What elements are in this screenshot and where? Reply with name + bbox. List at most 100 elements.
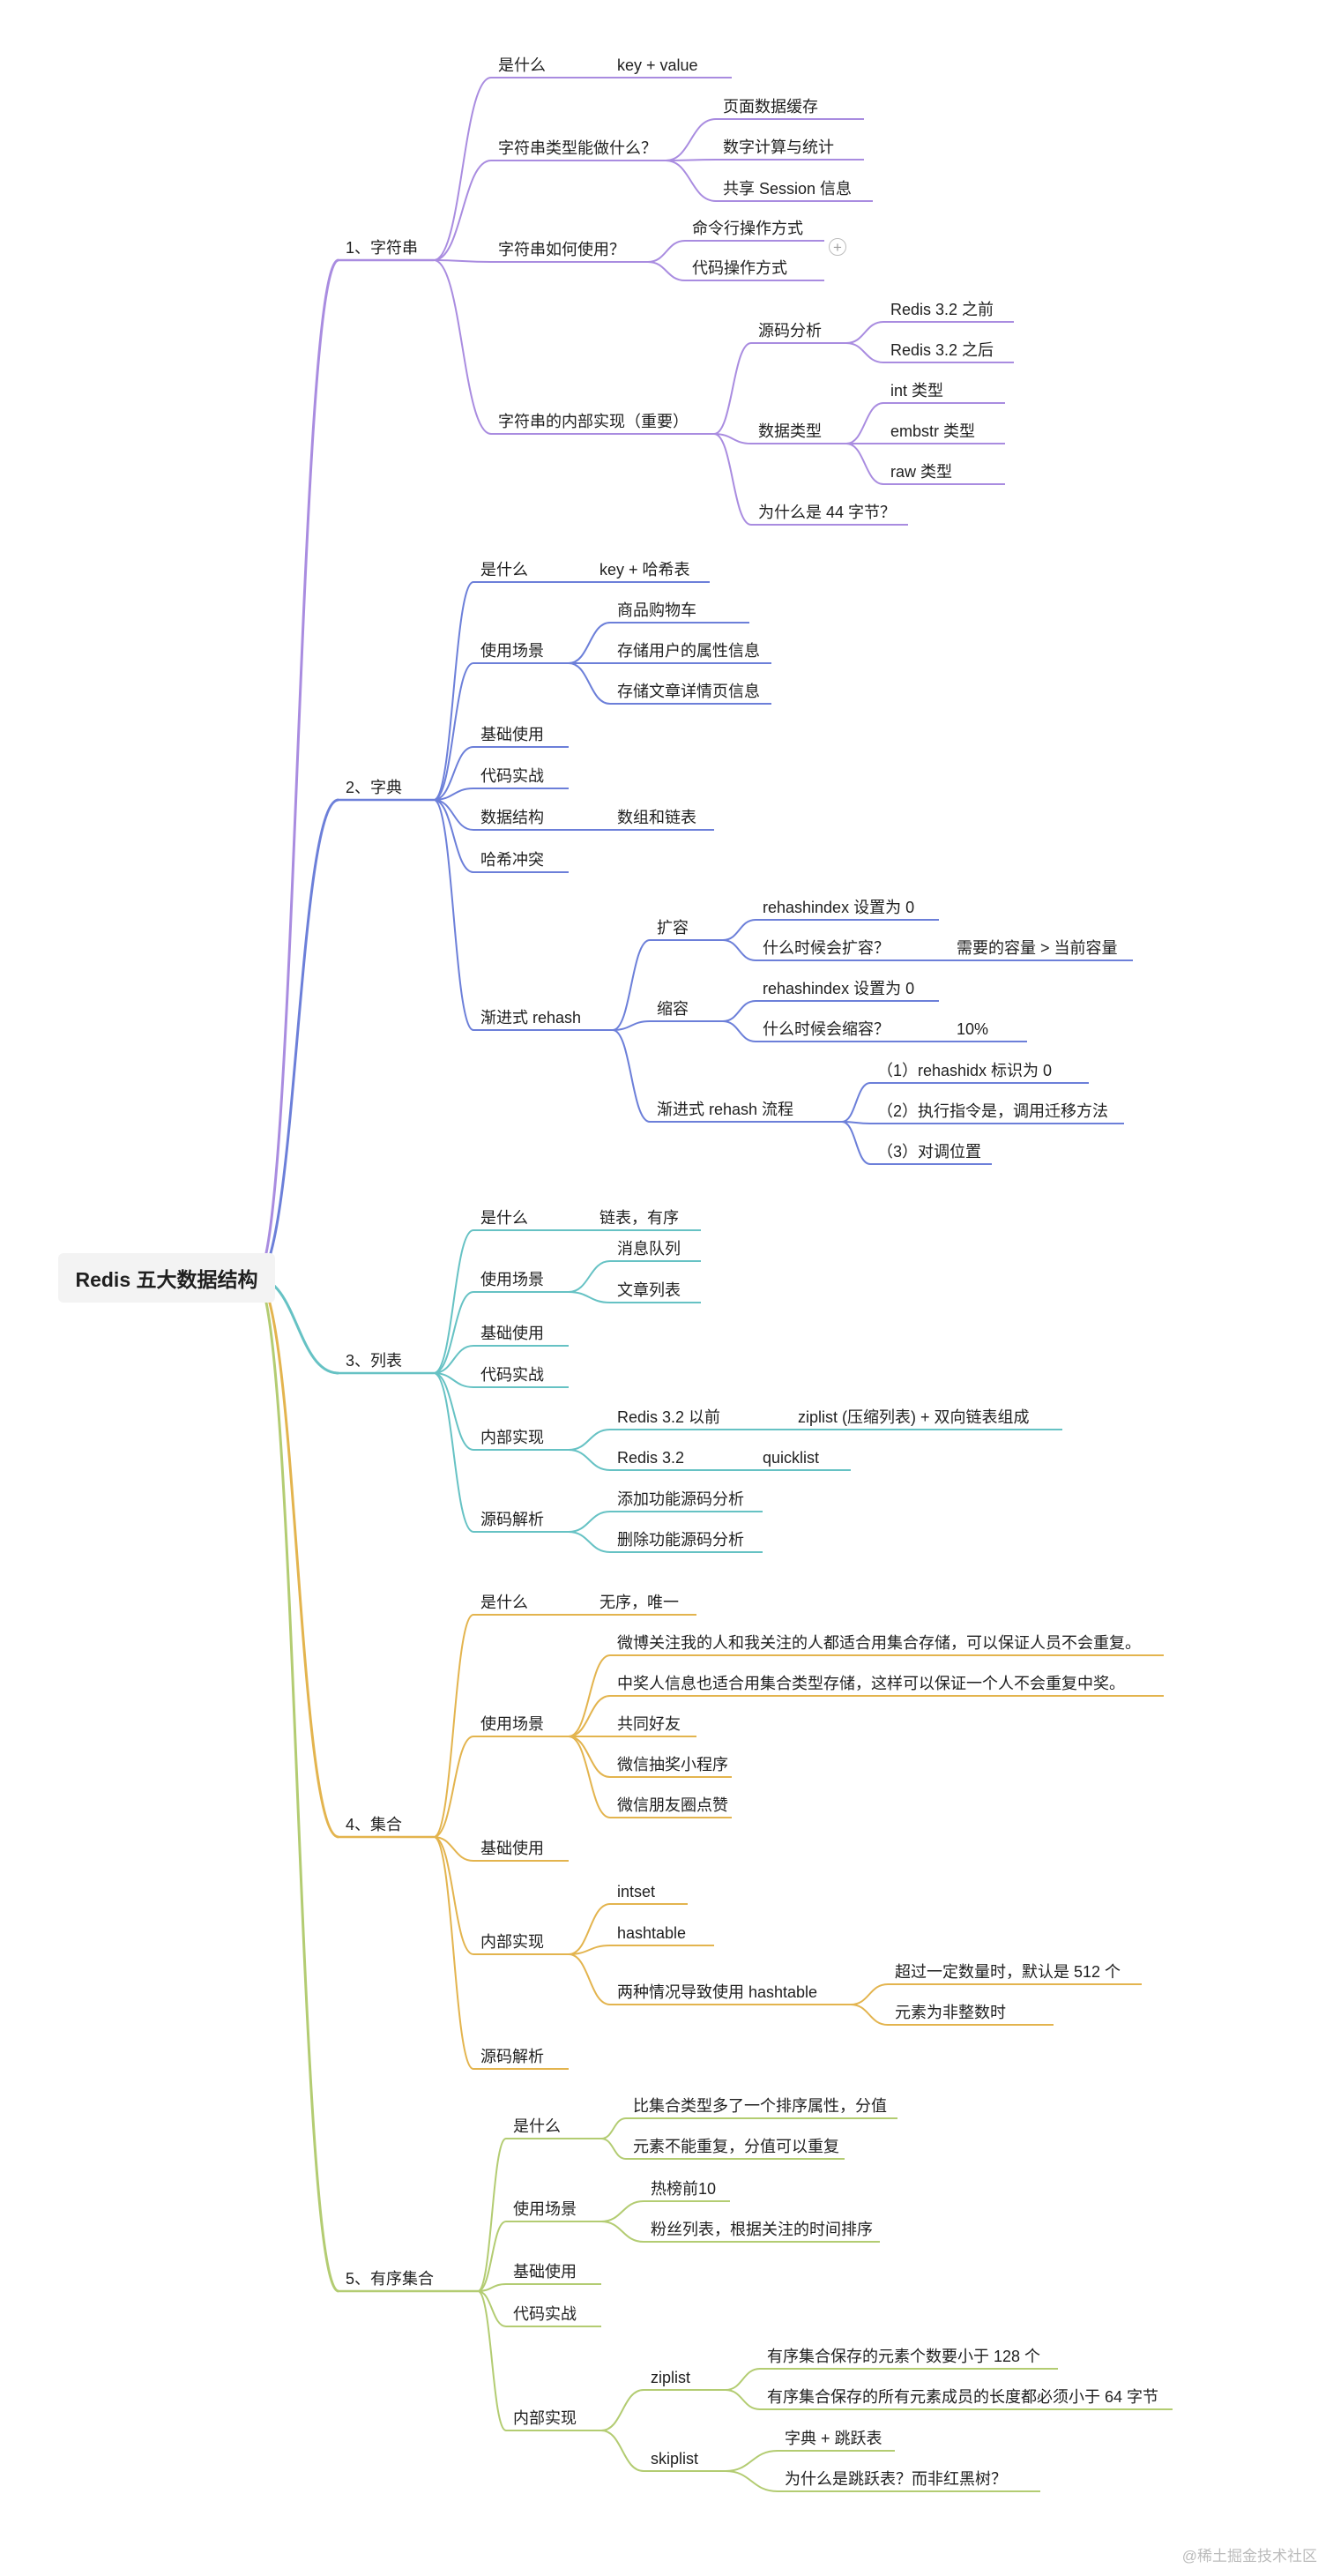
topic-node[interactable]: 基础使用 bbox=[480, 1840, 544, 1857]
topic-node[interactable]: 数据结构 bbox=[480, 809, 544, 826]
topic-node[interactable]: 代码操作方式 bbox=[692, 259, 787, 277]
topic-node[interactable]: 中奖人信息也适合用集合类型存储，这样可以保证一个人不会重复中奖。 bbox=[617, 1675, 1125, 1692]
topic-node[interactable]: Redis 3.2 之前 bbox=[890, 301, 994, 318]
topic-node[interactable]: 有序集合保存的元素个数要小于 128 个 bbox=[767, 2348, 1041, 2365]
topic-node[interactable]: 共同好友 bbox=[617, 1715, 681, 1733]
topic-node[interactable]: 代码实战 bbox=[513, 2305, 577, 2323]
topic-node[interactable]: quicklist bbox=[763, 1449, 820, 1467]
topic-node[interactable]: 数据类型 bbox=[758, 422, 822, 440]
topic-node[interactable]: 渐进式 rehash 流程 bbox=[657, 1101, 794, 1118]
topic-node[interactable]: 两种情况导致使用 hashtable bbox=[617, 1983, 818, 2001]
expand-icon[interactable]: + bbox=[829, 238, 846, 256]
topic-node[interactable]: 使用场景 bbox=[480, 642, 544, 660]
topic-node[interactable]: 源码解析 bbox=[480, 1511, 544, 1528]
topic-node[interactable]: 是什么 bbox=[498, 56, 546, 74]
topic-node[interactable]: 文章列表 bbox=[617, 1281, 681, 1299]
topic-node[interactable]: 字符串如何使用？ bbox=[498, 241, 625, 258]
topic-node[interactable]: skiplist bbox=[651, 2450, 699, 2468]
topic-node[interactable]: Redis 3.2 以前 bbox=[617, 1408, 721, 1426]
topic-node[interactable]: 基础使用 bbox=[480, 1325, 544, 1342]
topic-node[interactable]: 代码实战 bbox=[480, 767, 544, 785]
topic-node[interactable]: 微信朋友圈点赞 bbox=[617, 1796, 728, 1814]
branch-node[interactable]: 2、字典 bbox=[346, 779, 403, 796]
topic-node[interactable]: 什么时候会缩容？ bbox=[763, 1020, 890, 1038]
topic-node[interactable]: 使用场景 bbox=[480, 1271, 544, 1288]
topic-node[interactable]: 共享 Session 信息 bbox=[723, 180, 853, 198]
topic-node[interactable]: 字符串类型能做什么？ bbox=[498, 139, 657, 157]
topic-node[interactable]: rehashindex 设置为 0 bbox=[763, 899, 915, 916]
topic-node[interactable]: 元素不能重复，分值可以重复 bbox=[633, 2138, 839, 2155]
topic-node[interactable]: 存储用户的属性信息 bbox=[617, 642, 760, 660]
topic-node[interactable]: 页面数据缓存 bbox=[723, 98, 818, 116]
topic-node[interactable]: 比集合类型多了一个排序属性，分值 bbox=[633, 2097, 887, 2115]
branch-node[interactable]: 3、列表 bbox=[346, 1352, 403, 1370]
topic-node[interactable]: 哈希冲突 bbox=[480, 851, 544, 869]
topic-node[interactable]: 源码分析 bbox=[758, 322, 822, 340]
topic-node[interactable]: 添加功能源码分析 bbox=[617, 1490, 744, 1508]
topic-node[interactable]: 有序集合保存的所有元素成员的长度都必须小于 64 字节 bbox=[767, 2388, 1159, 2406]
topic-node[interactable]: 是什么 bbox=[513, 2117, 561, 2135]
topic-node[interactable]: 基础使用 bbox=[480, 726, 544, 743]
topic-node[interactable]: raw 类型 bbox=[890, 463, 953, 481]
topic-node[interactable]: 热榜前10 bbox=[651, 2180, 717, 2198]
topic-node[interactable]: Redis 3.2 bbox=[617, 1449, 685, 1467]
topic-node[interactable]: ziplist bbox=[651, 2369, 691, 2386]
topic-node[interactable]: 使用场景 bbox=[513, 2200, 577, 2218]
topic-node[interactable]: 消息队列 bbox=[617, 1240, 681, 1258]
topic-node[interactable]: embstr 类型 bbox=[890, 422, 976, 440]
topic-node[interactable]: 字符串的内部实现（重要） bbox=[498, 413, 689, 430]
topic-node[interactable]: 字典 + 跳跃表 bbox=[785, 2430, 882, 2447]
topic-node[interactable]: 删除功能源码分析 bbox=[617, 1531, 744, 1549]
topic-node[interactable]: （2）执行指令是，调用迁移方法 bbox=[877, 1102, 1109, 1120]
topic-node[interactable]: 源码解析 bbox=[480, 2048, 544, 2065]
topic-node[interactable]: 代码实战 bbox=[480, 1366, 544, 1384]
branch-node[interactable]: 5、有序集合 bbox=[346, 2270, 435, 2288]
topic-node[interactable]: 缩容 bbox=[657, 1000, 689, 1018]
topic-node[interactable]: 数字计算与统计 bbox=[723, 138, 834, 156]
topic-node[interactable]: 为什么是 44 字节？ bbox=[758, 504, 897, 521]
connector-curve bbox=[568, 1945, 611, 1955]
root-node[interactable]: Redis 五大数据结构 bbox=[58, 1253, 275, 1303]
topic-node[interactable]: 命令行操作方式 bbox=[692, 220, 803, 237]
topic-node[interactable]: 内部实现 bbox=[513, 2409, 577, 2427]
topic-node[interactable]: 内部实现 bbox=[480, 1933, 544, 1951]
topic-node[interactable]: 扩容 bbox=[657, 919, 689, 937]
topic-node[interactable]: 内部实现 bbox=[480, 1429, 544, 1446]
topic-node[interactable]: rehashindex 设置为 0 bbox=[763, 980, 915, 997]
topic-node[interactable]: ziplist (压缩列表) + 双向链表组成 bbox=[798, 1408, 1030, 1426]
topic-node[interactable]: 基础使用 bbox=[513, 2263, 577, 2281]
branch-node[interactable]: 4、集合 bbox=[346, 1816, 403, 1833]
connector-curve bbox=[255, 1276, 339, 1839]
topic-node[interactable]: 需要的容量 > 当前容量 bbox=[957, 939, 1118, 957]
topic-node[interactable]: 10% bbox=[957, 1020, 989, 1038]
topic-node[interactable]: 超过一定数量时，默认是 512 个 bbox=[895, 1963, 1121, 1981]
topic-node[interactable]: 是什么 bbox=[480, 1594, 528, 1611]
topic-node[interactable]: 什么时候会扩容？ bbox=[763, 939, 890, 957]
topic-node[interactable]: 是什么 bbox=[480, 561, 528, 579]
topic-node[interactable]: 粉丝列表，根据关注的时间排序 bbox=[651, 2221, 873, 2238]
topic-node[interactable]: 是什么 bbox=[480, 1209, 528, 1227]
topic-node[interactable]: 无序，唯一 bbox=[599, 1594, 679, 1611]
topic-node[interactable]: 渐进式 rehash bbox=[480, 1009, 582, 1027]
topic-node[interactable]: Redis 3.2 之后 bbox=[890, 341, 994, 359]
topic-node[interactable]: 微信抽奖小程序 bbox=[617, 1756, 728, 1773]
topic-node[interactable]: 链表，有序 bbox=[599, 1209, 679, 1227]
topic-node[interactable]: hashtable bbox=[617, 1924, 687, 1942]
topic-node[interactable]: 商品购物车 bbox=[617, 601, 696, 619]
topic-node[interactable]: 数组和链表 bbox=[617, 809, 696, 826]
topic-node[interactable]: 存储文章详情页信息 bbox=[617, 683, 760, 700]
topic-node[interactable]: 使用场景 bbox=[480, 1715, 544, 1733]
topic-node[interactable]: key + 哈希表 bbox=[599, 561, 690, 579]
topic-node[interactable]: 为什么是跳跃表？而非红黑树？ bbox=[785, 2470, 1007, 2488]
topic-node[interactable]: int 类型 bbox=[890, 382, 944, 399]
topic-node[interactable]: 元素为非整数时 bbox=[895, 2004, 1006, 2021]
topic-node[interactable]: （1）rehashidx 标识为 0 bbox=[877, 1062, 1053, 1079]
topic-node[interactable]: key + value bbox=[617, 56, 698, 74]
topic-node[interactable]: （3）对调位置 bbox=[877, 1143, 982, 1161]
connector-curve bbox=[722, 1020, 756, 1042]
topic-node[interactable]: intset bbox=[617, 1883, 656, 1900]
connector-curve bbox=[600, 2430, 644, 2472]
topic-node[interactable]: 微博关注我的人和我关注的人都适合用集合存储，可以保证人员不会重复。 bbox=[617, 1634, 1141, 1652]
branch-node[interactable]: 1、字符串 bbox=[346, 239, 419, 257]
connector-curve bbox=[433, 662, 474, 801]
